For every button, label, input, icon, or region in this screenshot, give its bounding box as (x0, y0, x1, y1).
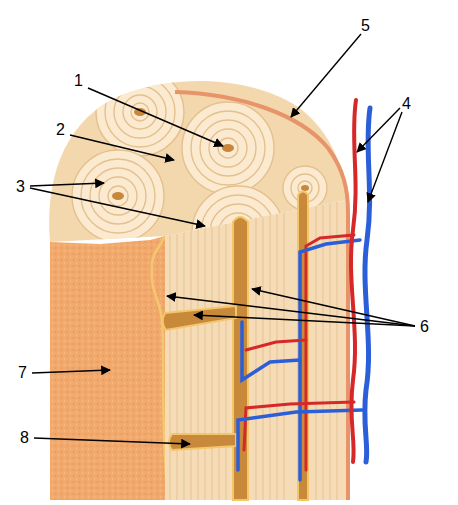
callout-number: 8 (20, 429, 29, 447)
callout-number: 1 (74, 72, 83, 90)
callout-number: 7 (18, 364, 27, 382)
callout-number: 5 (361, 17, 370, 35)
callout-number: 4 (402, 95, 411, 113)
callout-number: 6 (420, 318, 429, 336)
periosteum (175, 92, 348, 500)
bone-canals (163, 192, 308, 501)
spongy-bone (50, 236, 165, 500)
callout-number: 3 (16, 178, 25, 196)
callout-number: 2 (56, 121, 65, 139)
leader-lines (30, 34, 415, 444)
